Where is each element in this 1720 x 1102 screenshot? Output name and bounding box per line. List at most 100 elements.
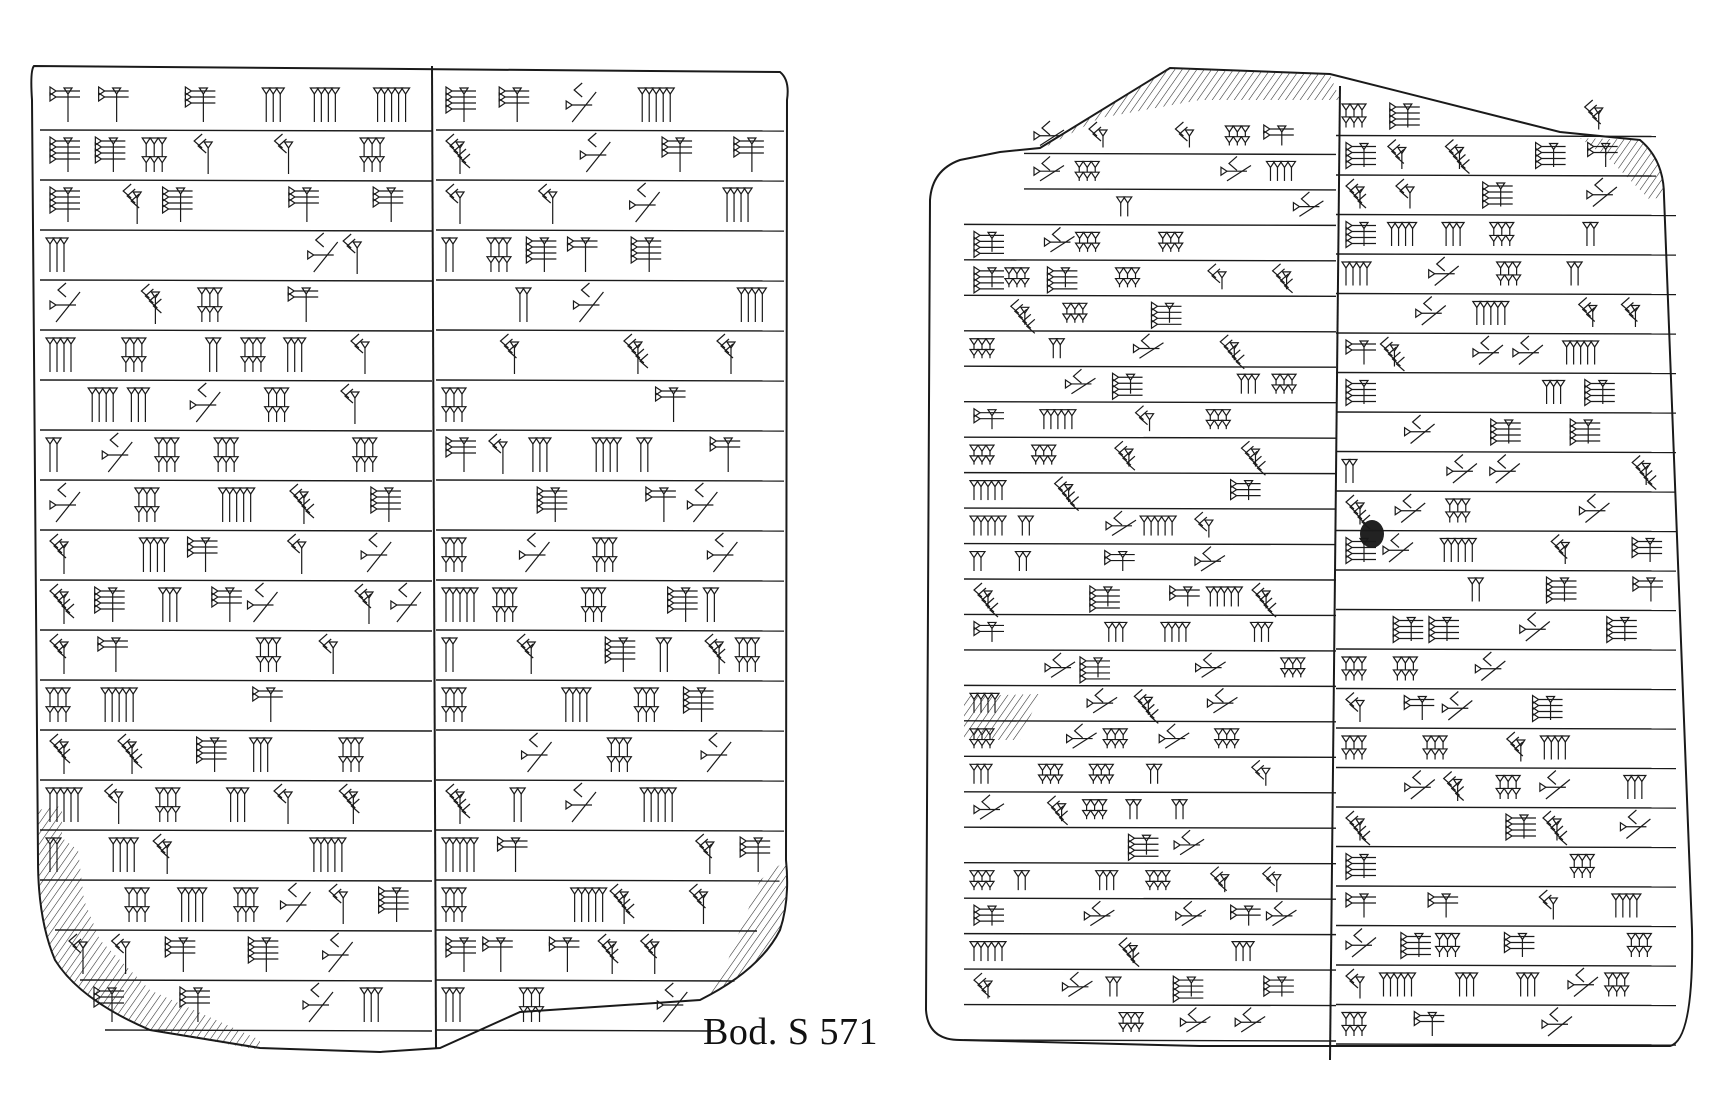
right-col2-sign [1567,967,1599,997]
right-col1-ruling-line [963,720,1337,723]
left-col1-sign [263,387,290,422]
tablet-right-damage-top-right [1580,138,1664,200]
left-col1-sign [239,337,267,372]
left-col1-sign [94,135,126,172]
right-col2-sign [1444,498,1471,523]
left-col1-sign [248,737,273,772]
right-col1-sign [1037,763,1064,784]
right-col2-sign [1561,340,1600,365]
right-col1-sign [1206,687,1238,714]
right-col1-sign [1213,728,1240,749]
left-col2-ruling-line [435,929,758,932]
left-col2-sign [440,837,480,872]
left-col2-sign [609,883,635,924]
right-col2-ruling-line [1335,885,1677,888]
left-col1-sign [337,737,365,772]
right-col1-sign [1044,652,1076,678]
right-col2-sign [1503,931,1535,957]
right-col1-ruling-line [963,578,1337,581]
left-col2-ruling-line [435,479,785,482]
left-col1-sign [94,585,125,622]
left-col1-sign [122,183,143,224]
right-col2-sign [1541,1007,1573,1037]
left-col2-ruling-line [435,729,785,732]
right-col1-ruling-line [1023,152,1337,156]
left-col1-sign [378,885,409,922]
right-col1-sign [1061,302,1088,323]
left-col2-sign [491,587,518,622]
left-col1-sign [108,837,140,872]
right-col1-ruling-line [963,542,1337,546]
right-col1-sign [1117,1011,1145,1032]
left-col2-sign [639,933,660,974]
right-col1-sign [1159,621,1192,642]
right-col1-sign [1013,870,1031,891]
right-col1-sign [1061,971,1093,998]
right-col1-sign [1169,584,1200,607]
right-col1-ruling-line [963,330,1337,333]
left-col1-sign [138,537,170,572]
left-col1-ruling-line [54,929,433,932]
left-col1-sign [261,87,286,122]
left-col2-sign [637,87,676,122]
left-col2-sign [580,587,607,622]
tablet-right [924,66,1694,1061]
left-col1-sign [372,185,404,222]
left-col1-sign [211,585,242,622]
left-col2-sign [565,82,597,123]
right-col1-sign [1066,723,1097,749]
right-col1-ruling-line [963,932,1337,936]
right-col1-ruling-line [963,1003,1337,1007]
left-col2-sign [721,187,754,222]
right-col2-sign [1345,338,1376,365]
right-col1-sign [1270,373,1298,394]
left-col1-sign [176,887,208,922]
left-col1-sign [273,133,294,174]
right-col2-sign [1603,972,1630,997]
left-col1-ruling-line [104,1029,433,1032]
right-col2-ruling-line [1335,648,1677,651]
right-col1-ruling-line [963,861,1337,865]
left-col1-sign [246,582,278,623]
right-col1-ruling-line [963,613,1337,617]
right-col1-ruling-line [963,791,1337,794]
left-col1-sign [282,337,307,372]
right-col2-sign [1428,256,1460,286]
left-col1-sign [44,837,63,872]
right-col1-sign [1157,231,1184,252]
left-col1-sign [196,287,223,322]
left-col1-ruling-line [39,279,433,282]
right-col2-ruling-line [1335,845,1677,849]
right-col2-sign [1413,1010,1445,1036]
right-col2-ruling-line [1335,292,1677,296]
left-col2-sign [569,887,608,922]
left-col2-sign [482,935,513,972]
right-col1-sign [1138,515,1178,536]
right-col1-sign [1265,900,1297,927]
right-col2-ruling-line [1335,450,1677,454]
right-col1-sign [968,550,987,571]
left-col1-sign [179,985,210,1022]
left-col2-sign [702,587,720,622]
right-col2-ruling-line [1335,371,1677,375]
right-col2-sign [1434,932,1461,957]
left-col1-sign [44,687,72,722]
right-col1-sign [1127,833,1159,862]
left-col2-sign [606,737,633,772]
left-col2-sign [498,85,530,122]
right-col2-sign [1345,852,1376,881]
left-col2-sign [445,935,476,972]
left-col1-sign [358,137,386,172]
left-col2-sign [440,537,468,572]
left-col2-sign [565,782,597,823]
right-col1-sign [1003,267,1031,288]
right-col1-sign [1175,900,1207,927]
right-col1-sign [1038,409,1078,430]
right-col2-sign [1531,694,1563,723]
tablet-right-signs [968,99,1663,1037]
left-col2-sign [645,485,676,522]
left-col1-sign [123,887,151,922]
left-col2-sign [537,183,558,224]
right-col1-sign [1094,870,1119,891]
